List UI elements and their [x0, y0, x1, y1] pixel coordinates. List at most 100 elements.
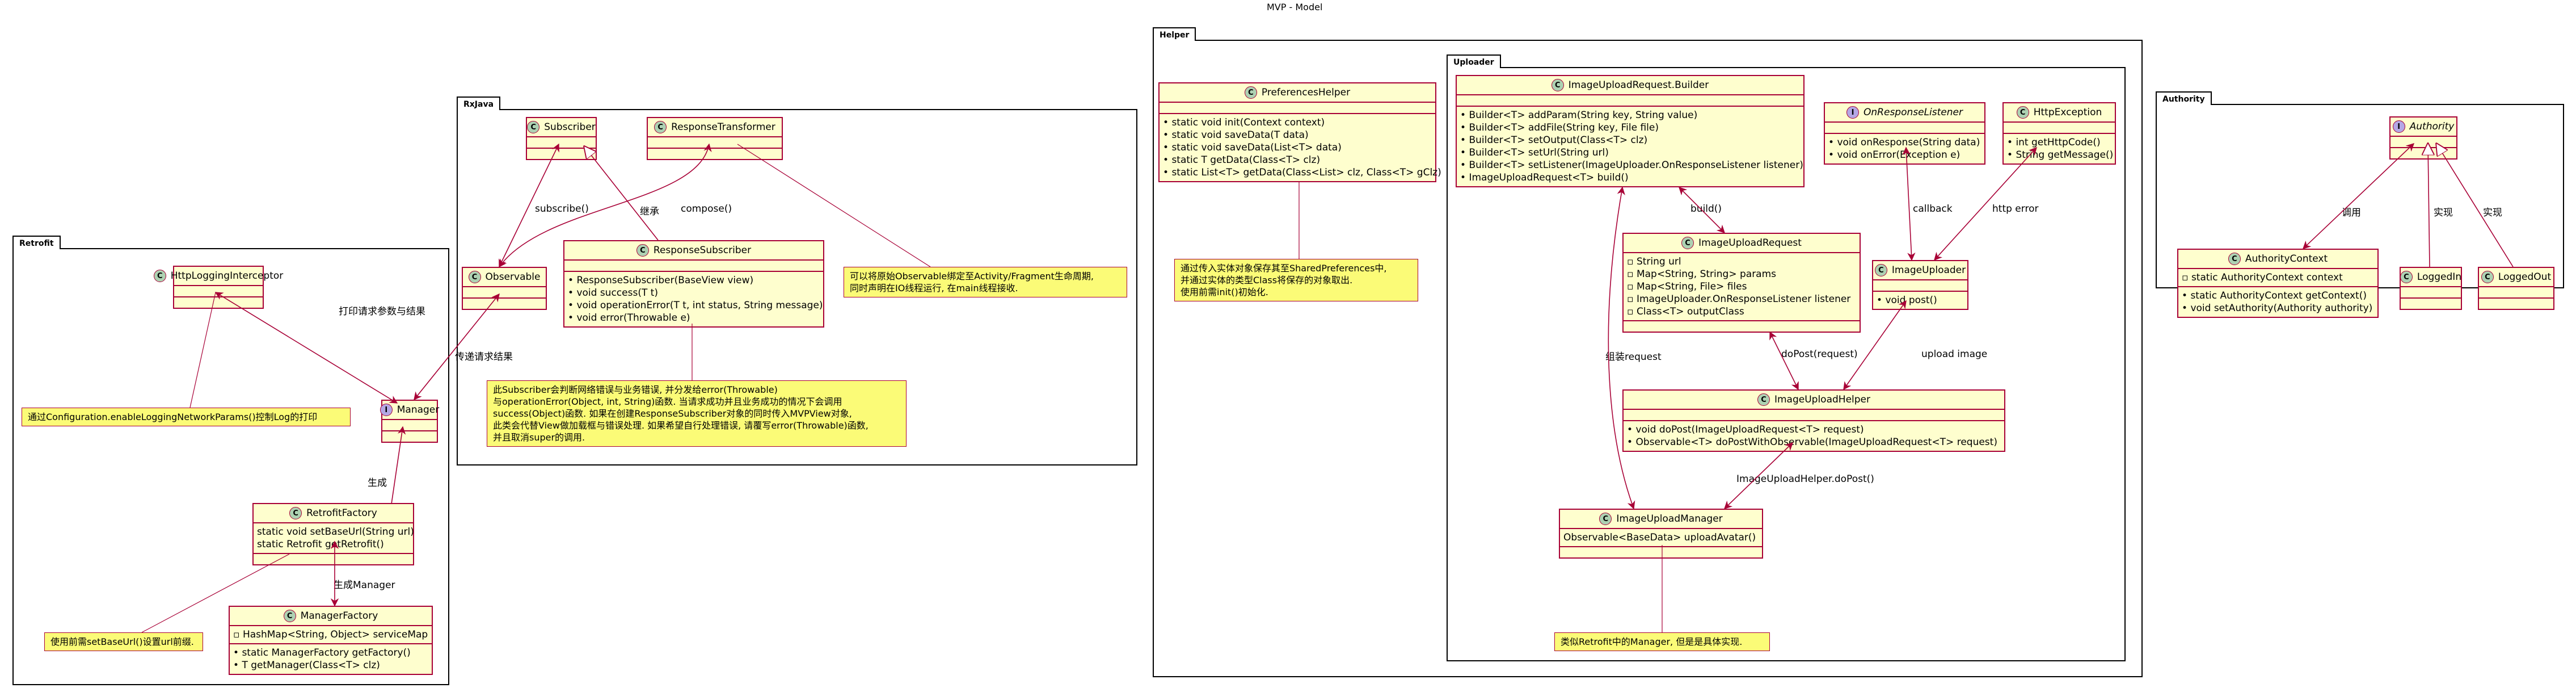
- edge-label-subscribe: subscribe(): [535, 203, 589, 215]
- method-text: String getMessage(): [2016, 149, 2114, 161]
- edge-label-invoke: 调用: [2342, 207, 2361, 219]
- class-subscriber[interactable]: C Subscriber: [526, 117, 597, 160]
- class-response-transformer[interactable]: C ResponseTransformer: [647, 117, 783, 160]
- package-helper-label: Helper: [1153, 27, 1196, 41]
- method-row: • static void saveData(List<T> data): [1163, 142, 1342, 153]
- class-icon: C: [2400, 271, 2413, 283]
- class-name: ImageUploadManager: [1616, 513, 1723, 525]
- note-line: 可以将原始Observable绑定至Activity/Fragment生命周期,: [850, 271, 1094, 282]
- field-text: Map<String, String> params: [1636, 269, 1777, 280]
- edge-label-compose: compose(): [681, 203, 732, 215]
- method-text: Builder<T> setOutput(Class<T> clz): [1469, 135, 1648, 146]
- method-text: void error(Throwable e): [576, 312, 690, 324]
- edge-label-assemble-request: 组装request: [1605, 351, 1662, 363]
- class-observable[interactable]: C Observable: [462, 267, 547, 310]
- field-row: ▫ ImageUploader.OnResponseListener liste…: [1627, 293, 1851, 305]
- field-row: ▫ String url: [1627, 256, 1681, 267]
- edge-label-inherit: 继承: [640, 206, 659, 217]
- class-name: Subscriber: [544, 121, 596, 133]
- class-icon: C: [289, 507, 302, 519]
- class-name: HttpLoggingInterceptor: [170, 270, 284, 282]
- method-text: ImageUploadRequest<T> build(): [1469, 172, 1629, 183]
- field-text: Class<T> outputClass: [1636, 306, 1744, 317]
- note-line: 同时声明在IO线程运行, 在main线程接收.: [850, 283, 1018, 293]
- method-row: • Builder<T> addFile(String key, File fi…: [1460, 122, 1659, 133]
- package-authority-label: Authority: [2156, 91, 2212, 105]
- method-text: static AuthorityContext getContext(): [2190, 290, 2367, 301]
- edge-label-create: 生成: [368, 477, 387, 489]
- edge-label-helper-do-post: ImageUploadHelper.doPost(): [1736, 473, 1874, 485]
- class-name: ImageUploadRequest: [1698, 237, 1802, 249]
- method-text: void onError(Exception e): [1837, 149, 1961, 161]
- class-icon: C: [1681, 237, 1694, 249]
- interface-icon: I: [2392, 120, 2405, 133]
- field-text: Map<String, File> files: [1636, 281, 1747, 292]
- edge-label-build: build(): [1690, 203, 1722, 215]
- method-text: void doPost(ImageUploadRequest<T> reques…: [1635, 424, 1864, 435]
- method-row: • void operationError(T t, int status, S…: [568, 300, 823, 311]
- interface-name: Authority: [2409, 121, 2455, 132]
- edge-label-print-params: 打印请求参数与结果: [339, 306, 425, 317]
- note-line: 此类会代替View做加载框与错误处理. 如果希望自行处理错误, 请覆写error…: [493, 420, 868, 431]
- class-icon: C: [468, 271, 481, 283]
- class-icon: C: [2481, 271, 2494, 283]
- package-uploader-label: Uploader: [1447, 54, 1501, 68]
- class-icon: C: [654, 121, 667, 133]
- class-name: LoggedOut: [2498, 271, 2552, 283]
- edge-label-upload-image: upload image: [1921, 349, 1988, 360]
- method-row: • static void saveData(T data): [1163, 129, 1309, 141]
- class-icon: C: [1874, 264, 1887, 276]
- class-icon: C: [283, 610, 296, 622]
- class-icon: C: [1551, 79, 1564, 91]
- note-line: 使用前需init()初始化.: [1181, 287, 1268, 297]
- method-text: static void saveData(List<T> data): [1171, 142, 1342, 153]
- method-row: • Builder<T> addParam(String key, String…: [1460, 110, 1698, 121]
- method-row: • void success(T t): [568, 287, 659, 299]
- note-response-subscriber: 此Subscriber会判断网络错误与业务错误, 并分发给error(Throw…: [487, 380, 907, 447]
- class-name: Observable: [485, 271, 541, 283]
- field-text: static AuthorityContext context: [2191, 272, 2343, 283]
- class-name: RetrofitFactory: [306, 508, 377, 519]
- method-text: T getManager(Class<T> clz): [242, 660, 380, 671]
- class-logged-in[interactable]: C LoggedIn: [2400, 267, 2462, 310]
- class-icon: C: [527, 121, 540, 133]
- edge-label-callback: callback: [1913, 203, 1953, 215]
- class-name: ResponseTransformer: [671, 121, 775, 133]
- method-row: • Observable<T> doPostWithObservable(Ima…: [1627, 437, 1997, 448]
- note-transformer: 可以将原始Observable绑定至Activity/Fragment生命周期,…: [844, 267, 1127, 297]
- method-text: static void init(Context context): [1171, 117, 1325, 128]
- class-logged-out[interactable]: C LoggedOut: [2478, 267, 2554, 310]
- class-name: LoggedIn: [2417, 271, 2462, 283]
- class-name: PreferencesHelper: [1261, 87, 1351, 98]
- note-logging: 通过Configuration.enableLoggingNetworkPara…: [22, 408, 351, 426]
- method-text: int getHttpCode(): [2016, 137, 2101, 148]
- field-text: String url: [1636, 256, 1681, 267]
- class-icon: C: [1757, 393, 1770, 406]
- note-upload-manager: 类似Retrofit中的Manager, 但是是具体实现.: [1554, 632, 1770, 651]
- diagram-title: MVP - Model: [1267, 2, 1323, 12]
- class-retrofit-factory[interactable]: C RetrofitFactory static void setBaseUrl(…: [252, 503, 414, 565]
- field-row: static void setBaseUrl(String url): [257, 526, 414, 538]
- method-row: • void error(Throwable e): [568, 312, 690, 324]
- class-icon: C: [636, 244, 649, 257]
- class-name: ManagerFactory: [300, 610, 378, 622]
- interface-authority[interactable]: I Authority: [2389, 116, 2457, 160]
- field-row: Observable<BaseData> uploadAvatar(): [1563, 532, 1756, 543]
- method-row: • static ManagerFactory getFactory(): [233, 647, 411, 659]
- class-name: ImageUploadHelper: [1774, 394, 1870, 405]
- method-text: Builder<T> addParam(String key, String v…: [1469, 110, 1698, 121]
